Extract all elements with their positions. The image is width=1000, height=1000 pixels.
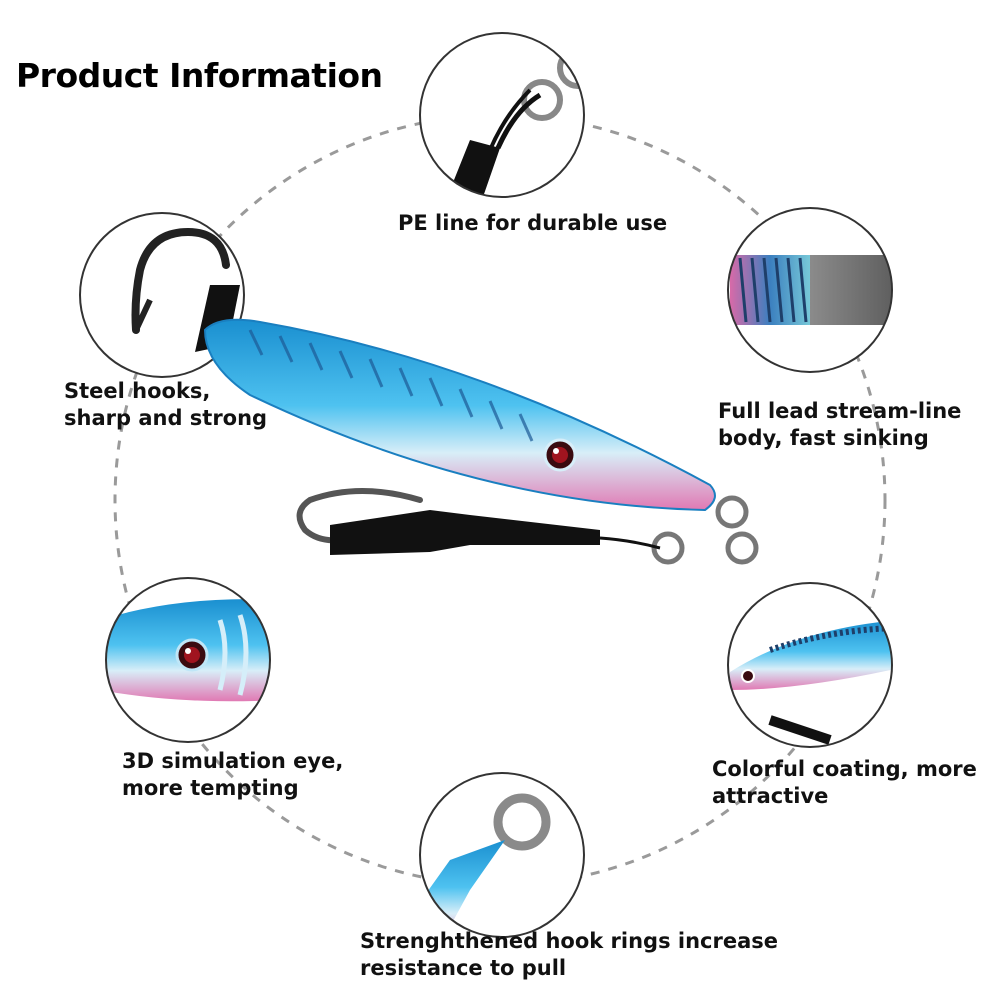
eye-label: 3D simulation eye, more tempting — [122, 749, 344, 800]
lead-body-detail-image — [727, 207, 893, 373]
steel-hooks-label: Steel hooks, sharp and strong — [64, 379, 268, 430]
hook-ring-detail-image — [419, 772, 585, 938]
pe-line-detail-image — [419, 32, 585, 198]
page-title: Product Information — [16, 56, 383, 95]
hook-rings-label: Strenghthened hook rings increase resist… — [360, 929, 779, 980]
pe-line-label: PE line for durable use — [398, 211, 668, 235]
dashed-ring — [113, 113, 887, 887]
coating-label: Colorful coating, more attractive — [712, 757, 977, 808]
lead-body-label: Full lead stream-line body, fast sinking — [718, 399, 962, 450]
jig-lure-main-image — [203, 318, 759, 565]
coating-detail-image — [727, 582, 893, 748]
eye-detail-image — [105, 577, 271, 743]
